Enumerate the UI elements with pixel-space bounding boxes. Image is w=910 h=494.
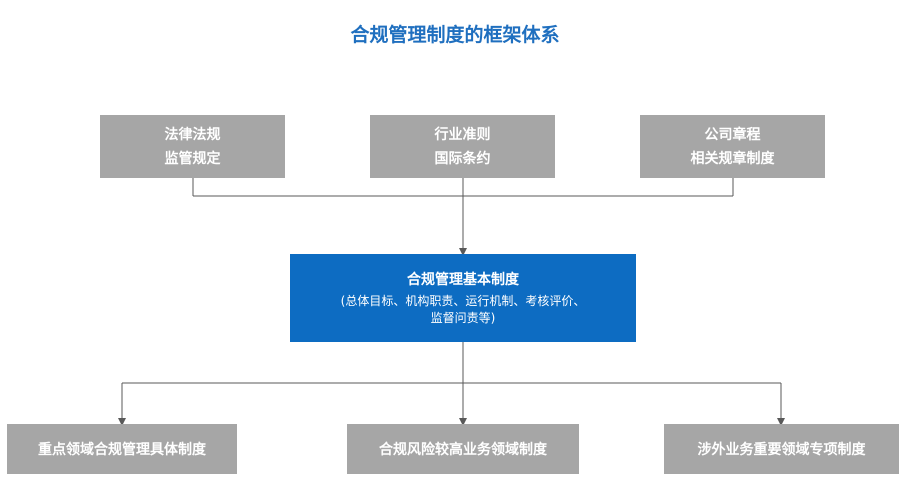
- box-high-risk-business-rules: 合规风险较高业务领域制度: [347, 424, 579, 474]
- box-line: 国际条约: [434, 150, 491, 167]
- box-label: 合规风险较高业务领域制度: [379, 442, 547, 458]
- box-line: 公司章程: [704, 126, 761, 143]
- box-line: 监管规定: [164, 150, 221, 167]
- box-company-charter: 公司章程 相关规章制度: [640, 115, 825, 178]
- box-laws-regulations: 法律法规 监管规定: [100, 115, 285, 178]
- box-basic-compliance-system: 合规管理基本制度 (总体目标、机构职责、运行机制、考核评价、 监督问责等): [290, 254, 636, 342]
- box-industry-standards: 行业准则 国际条约: [370, 115, 555, 178]
- box-line: 相关规章制度: [690, 150, 775, 167]
- box-label: 涉外业务重要领域专项制度: [697, 442, 866, 458]
- box-label: 重点领域合规管理具体制度: [38, 442, 206, 458]
- center-box-subtitle-line2: 监督问责等): [430, 311, 496, 325]
- diagram-title: 合规管理制度的框架体系: [350, 24, 560, 46]
- box-line: 法律法规: [164, 126, 221, 143]
- center-box-subtitle-line1: (总体目标、机构职责、运行机制、考核评价、: [340, 294, 586, 308]
- box-key-area-rules: 重点领域合规管理具体制度: [7, 424, 237, 474]
- box-line: 行业准则: [434, 126, 491, 143]
- center-box-title: 合规管理基本制度: [407, 272, 519, 288]
- box-foreign-business-rules: 涉外业务重要领域专项制度: [664, 424, 899, 474]
